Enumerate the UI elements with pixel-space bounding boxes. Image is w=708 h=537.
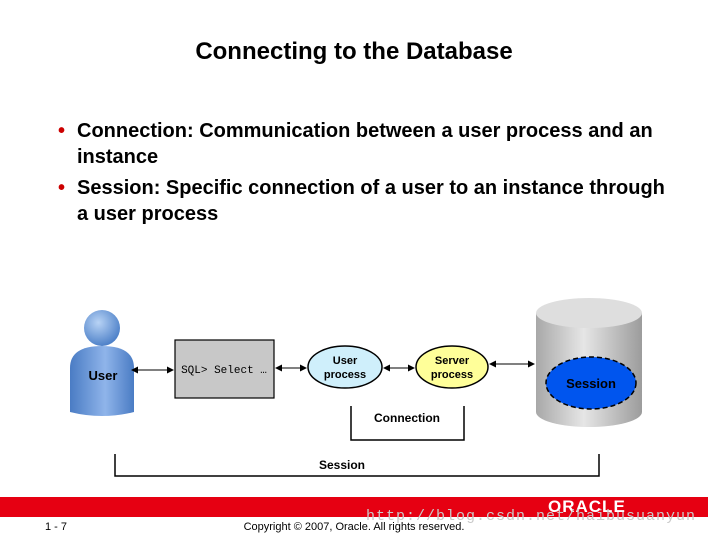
connection-diagram: User SQL> Select … User process Server p…	[70, 298, 642, 477]
footer-bar	[0, 497, 708, 517]
server-process-label-line1: Server	[435, 355, 470, 367]
oracle-logo: ORACLE	[548, 497, 626, 516]
connection-bracket	[350, 406, 465, 441]
bullet-list: • Connection: Communication between a us…	[58, 118, 668, 232]
bullet-item-connection: • Connection: Communication between a us…	[58, 118, 668, 170]
bullet-item-session: • Session: Specific connection of a user…	[58, 175, 668, 227]
session-bracket-label: Session	[319, 458, 365, 472]
sql-command-text: SQL> Select …	[181, 365, 267, 377]
user-process-node	[307, 345, 383, 389]
bullet-dot-icon: •	[58, 177, 66, 199]
user-figure-icon	[70, 310, 134, 416]
bullet-dot-icon: •	[58, 120, 66, 142]
session-node	[545, 356, 637, 410]
bullet-text-session: Session: Specific connection of a user t…	[77, 177, 665, 225]
watermark-text: http://blog.csdn.net/haibusuanyun	[366, 508, 697, 525]
user-process-label-line1: User	[333, 355, 358, 367]
connection-label: Connection	[374, 411, 440, 425]
server-process-node	[415, 345, 489, 389]
user-label: User	[89, 368, 118, 383]
session-bracket	[114, 454, 600, 477]
user-process-label-line2: process	[324, 369, 366, 381]
copyright-text: Copyright © 2007, Oracle. All rights res…	[243, 521, 465, 533]
page-number: 1 - 7	[45, 521, 68, 533]
slide-title: Connecting to the Database	[195, 38, 513, 65]
server-process-label-line2: process	[431, 369, 473, 381]
session-node-label: Session	[566, 376, 616, 391]
sql-terminal-box	[174, 339, 275, 399]
bullet-text-connection: Connection: Communication between a user…	[77, 120, 653, 168]
